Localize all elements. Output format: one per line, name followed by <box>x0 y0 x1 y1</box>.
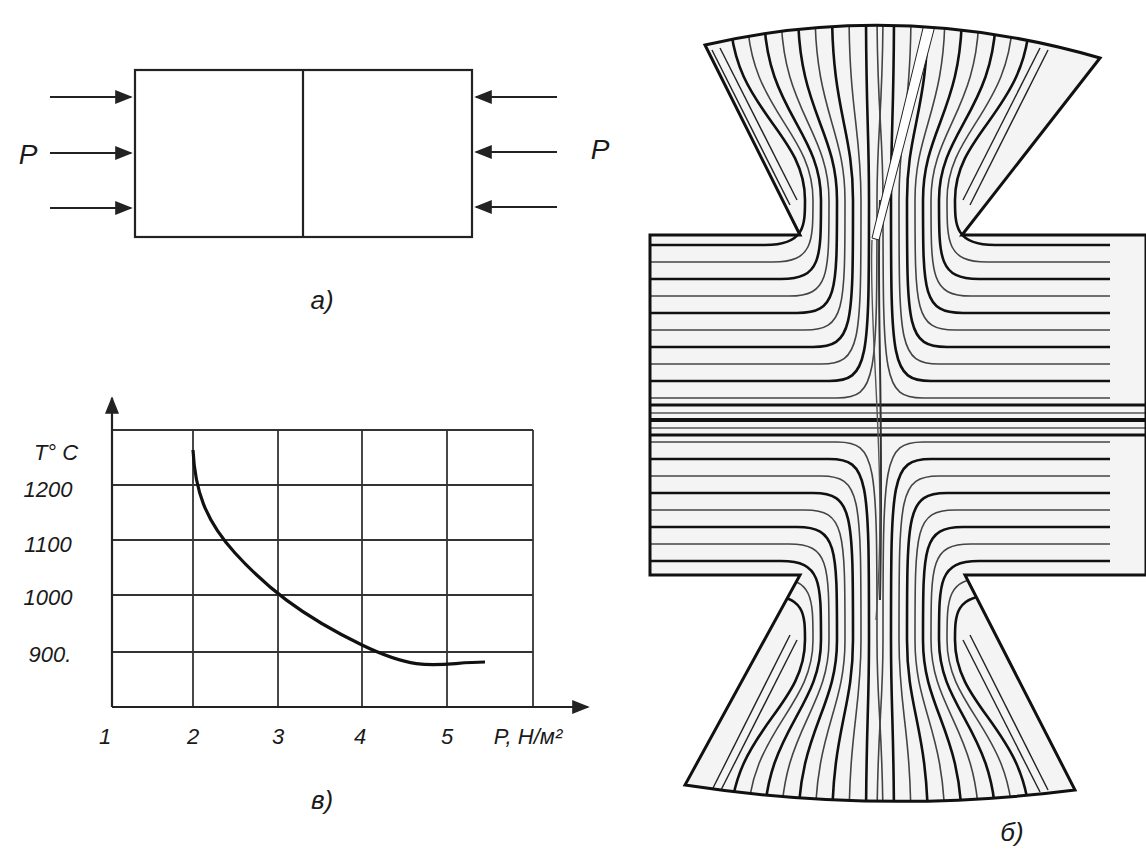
tick-label: 1200 <box>24 478 73 502</box>
fiber-macrostructure <box>650 10 1146 830</box>
tick-label: 900. <box>29 643 72 667</box>
force-label: P <box>591 135 610 166</box>
force-arrow <box>50 207 131 209</box>
crack <box>872 20 936 240</box>
force-arrow <box>50 152 131 154</box>
joint-line <box>302 70 304 237</box>
force-arrow <box>476 96 557 98</box>
tick-label: 1100 <box>24 533 71 557</box>
tick-label: 1 <box>99 725 111 749</box>
axis-title: T° C <box>34 441 78 465</box>
temperature-curve <box>193 450 485 665</box>
axis-title: P, Н/м² <box>494 725 562 749</box>
force-arrow <box>50 96 131 98</box>
panel-label: а) <box>310 286 333 315</box>
force-arrow <box>476 151 557 153</box>
tick-label: 3 <box>272 725 284 749</box>
graph <box>112 398 588 707</box>
y-axis <box>111 398 113 707</box>
specimen-outline <box>135 70 472 237</box>
grid <box>112 430 533 707</box>
panel-label: б) <box>1000 818 1023 847</box>
x-axis <box>112 706 588 708</box>
specimen-sketch <box>50 70 557 237</box>
flow-lines <box>650 10 1146 830</box>
tick-label: 5 <box>441 725 453 749</box>
panel-label: в) <box>311 786 333 815</box>
tick-label: 4 <box>354 725 366 749</box>
tick-label: 1000 <box>24 586 73 610</box>
force-label: P <box>19 140 38 171</box>
tick-label: 2 <box>187 725 199 749</box>
forging-outline <box>650 25 1146 801</box>
force-arrow <box>476 206 557 208</box>
